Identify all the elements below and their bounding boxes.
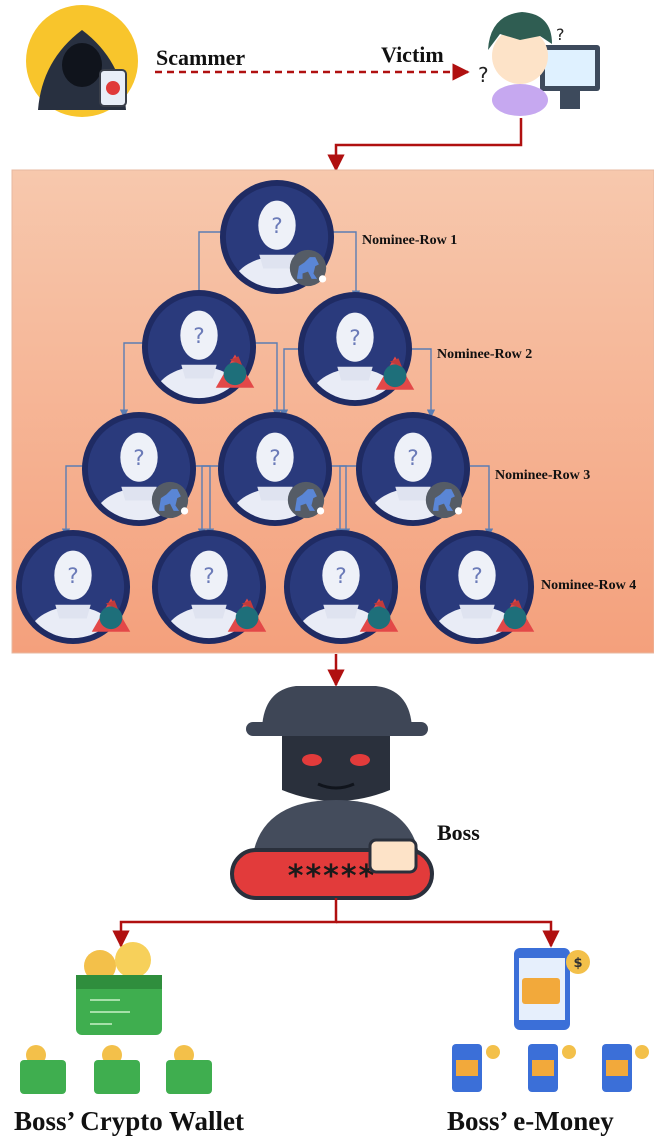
nominee-connectors [61, 231, 494, 537]
nominee-row-2-label: Nominee-Row 2 [437, 347, 533, 362]
mobile-emoney-icon [602, 1044, 649, 1092]
nominee-row-1-label: Nominee-Row 1 [362, 233, 458, 248]
nominee-row-4-label: Nominee-Row 4 [541, 578, 637, 593]
svg-text:*****: ***** [288, 859, 376, 894]
boss-to-emoney-arrow [336, 920, 560, 948]
crypto-wallet-icon [20, 1045, 66, 1094]
boss-to-wallet-arrow [112, 898, 338, 948]
nominee-row-3-label: Nominee-Row 3 [495, 468, 591, 483]
boss-label: Boss [437, 820, 480, 845]
victim-label: Victim [381, 42, 444, 67]
svg-text:?: ? [556, 25, 565, 44]
victim-to-nominees-arrow [327, 118, 523, 172]
mobile-emoney-icon: $ [514, 948, 590, 1030]
svg-text:?: ? [478, 63, 489, 87]
scammer-label: Scammer [156, 45, 246, 70]
crypto-wallet-icon [94, 1045, 140, 1094]
boss-icon: ***** [230, 686, 434, 900]
svg-text:$: $ [573, 956, 582, 971]
emoney-label: Boss’ e-Money [447, 1106, 614, 1136]
crypto-wallet-label: Boss’ Crypto Wallet [14, 1106, 245, 1136]
crypto-wallet-icon [76, 942, 162, 1035]
victim-icon: ? ? [478, 12, 600, 116]
crypto-wallet-icon [166, 1045, 212, 1094]
scammer-icon [26, 5, 138, 117]
mobile-emoney-icon [452, 1044, 500, 1092]
mobile-emoney-icon [528, 1044, 576, 1092]
